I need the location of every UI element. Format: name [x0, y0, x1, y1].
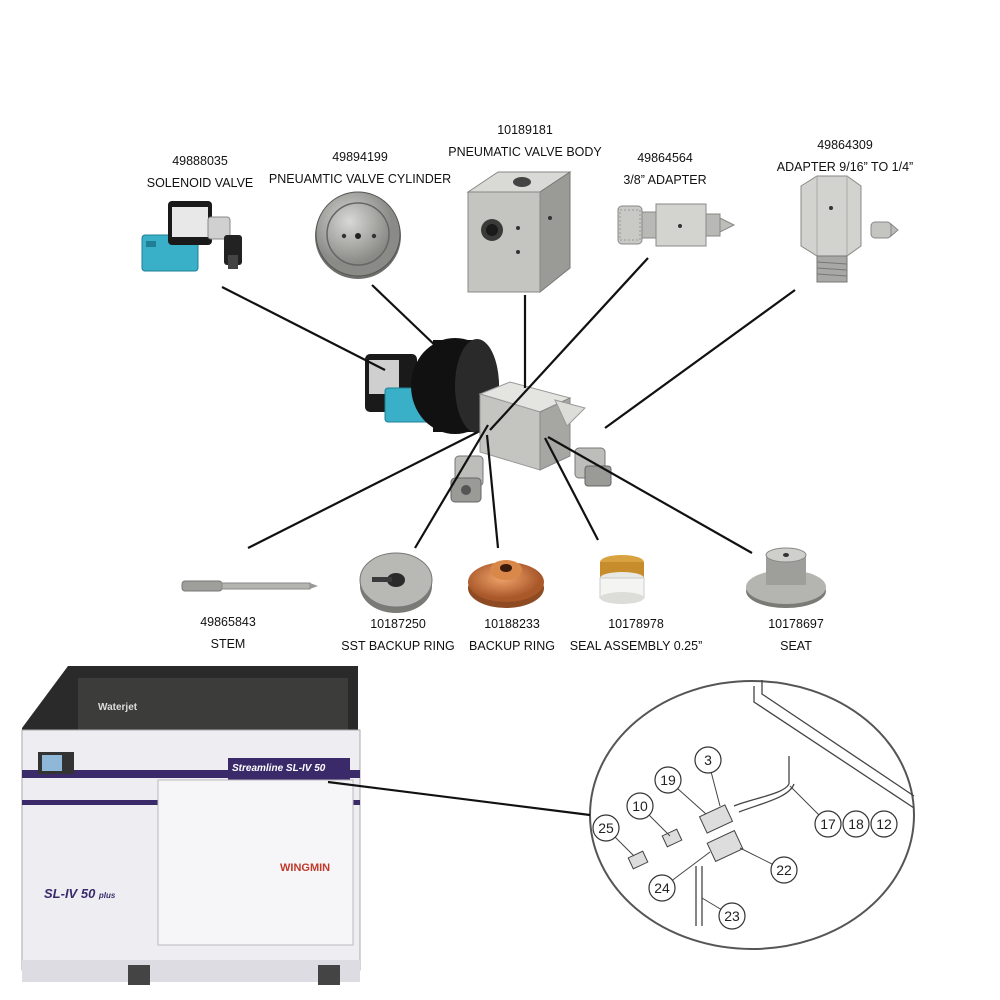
part-name: SOLENOID VALVE [146, 176, 254, 190]
label-solenoid-valve: 49888035 SOLENOID VALVE [120, 150, 280, 194]
seat-image [744, 545, 828, 611]
part-name: SEAL ASSEMBLY 0.25” [569, 639, 703, 653]
callout-bubble [870, 810, 898, 838]
callout-bubble [770, 856, 798, 884]
part-number: 49894199 [332, 150, 388, 164]
machine-top-label: Waterjet [98, 702, 138, 713]
part-number: 10178697 [768, 617, 824, 631]
label-backup-ring: 10188233 BACKUP RING [462, 613, 562, 657]
solenoid-valve-image [138, 195, 250, 277]
label-seal-assembly: 10178978 SEAL ASSEMBLY 0.25” [566, 613, 706, 657]
machine-brand-logo: WINGMIN [280, 862, 331, 874]
callout-number: 22 [776, 862, 792, 878]
adapter-9-16-image [795, 172, 900, 288]
callout-number: 25 [598, 820, 614, 836]
callout-bubble [654, 766, 682, 794]
label-adapter-3-8: 49864564 3/8” ADAPTER [600, 147, 730, 191]
label-seat: 10178697 SEAT [746, 613, 846, 657]
callout-bubble [648, 874, 676, 902]
side-model-text: SL-IV 50 [44, 886, 96, 901]
adapter-3-8-image [612, 196, 738, 254]
part-name: SEAT [780, 639, 812, 653]
part-number: 49864564 [637, 151, 693, 165]
callout-number: 10 [632, 798, 648, 814]
part-number: 10189181 [497, 123, 553, 137]
part-name: BACKUP RING [469, 639, 555, 653]
callout-number: 17 [820, 816, 836, 832]
machine-model-banner: Streamline SL-IV 50 [232, 763, 326, 774]
valve-assembly-image [345, 328, 620, 518]
callout-number: 18 [848, 816, 864, 832]
backup-ring-image [466, 548, 546, 612]
part-name: PNEUMATIC VALVE BODY [448, 145, 602, 159]
leader-machine-detail [327, 780, 591, 817]
part-name: PNEUAMTIC VALVE CYLINDER [268, 172, 452, 186]
callout-number: 23 [724, 908, 740, 924]
machine-side-model: SL-IV 50 plus [44, 886, 115, 901]
callout-bubble [592, 814, 620, 842]
part-number: 49888035 [172, 154, 228, 168]
callout-bubble [814, 810, 842, 838]
valve-body-image [462, 168, 574, 296]
part-number: 10188233 [484, 617, 540, 631]
callout-bubble [842, 810, 870, 838]
label-adapter-9-16: 49864309 ADAPTER 9/16” TO 1/4” [760, 134, 930, 178]
part-number: 10187250 [370, 617, 426, 631]
stem-image [180, 576, 320, 596]
callout-bubble [694, 746, 722, 774]
seal-assembly-image [596, 552, 648, 608]
callout-number: 12 [876, 816, 892, 832]
callout-number: 19 [660, 772, 676, 788]
part-name: ADAPTER 9/16” TO 1/4” [776, 160, 914, 174]
callout-bubble [718, 902, 746, 930]
part-number: 49865843 [200, 615, 256, 629]
label-pneumatic-valve-body: 10189181 PNEUMATIC VALVE BODY [440, 119, 610, 163]
part-number: 49864309 [817, 138, 873, 152]
pneumatic-cylinder-image [312, 188, 404, 280]
sst-backup-ring-image [358, 550, 434, 614]
label-pneumatic-valve-cylinder: 49894199 PNEUAMTIC VALVE CYLINDER [262, 146, 458, 190]
detail-drawing: 3 19 10 25 24 22 17 18 12 23 [584, 676, 920, 954]
leader-adapter-9-16 [604, 289, 796, 429]
part-name: SST BACKUP RING [341, 639, 455, 653]
side-model-suffix: plus [98, 891, 116, 900]
label-stem: 49865843 STEM [178, 611, 278, 655]
label-sst-backup-ring: 10187250 SST BACKUP RING [336, 613, 460, 657]
callout-bubble [626, 792, 654, 820]
callout-number: 3 [704, 752, 712, 768]
waterjet-machine-image: Waterjet Streamline SL-IV 50 SL-IV 50 pl… [18, 660, 363, 990]
part-number: 10178978 [608, 617, 664, 631]
part-name: 3/8” ADAPTER [623, 173, 707, 187]
callout-number: 24 [654, 880, 670, 896]
part-name: STEM [210, 637, 246, 651]
